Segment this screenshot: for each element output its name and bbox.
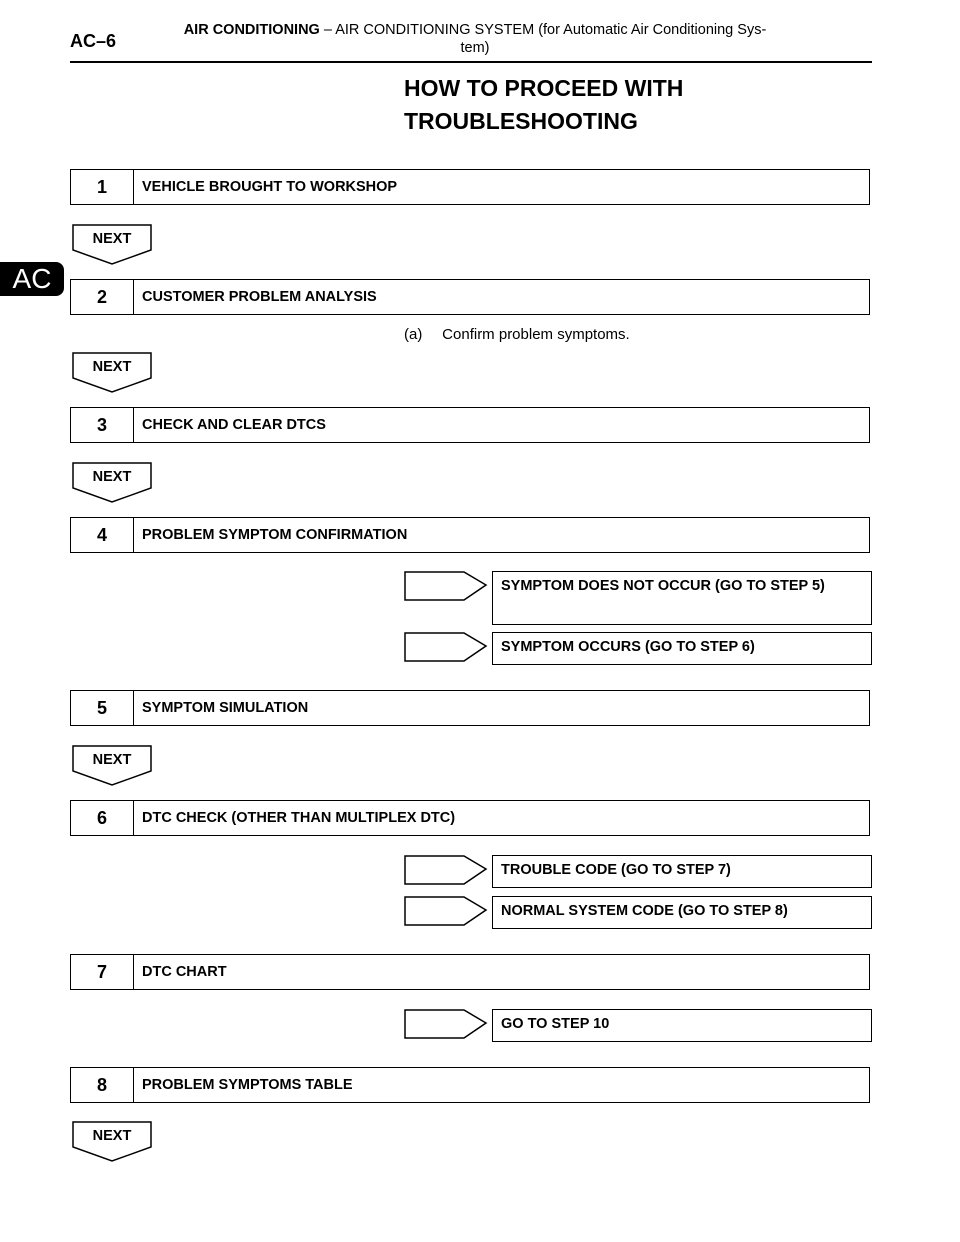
branch-arrow-shape [404, 896, 488, 926]
next-arrow-shape [72, 1121, 152, 1162]
header-title: AIR CONDITIONING – AIR CONDITIONING SYST… [140, 21, 810, 57]
next-label: NEXT [92, 359, 132, 375]
step-title: DTC CHECK (OTHER THAN MULTIPLEX DTC) [142, 810, 456, 826]
step-title: PROBLEM SYMPTOM CONFIRMATION [142, 527, 408, 543]
branch-arrow-shape [404, 1009, 488, 1039]
step-number: 8 [71, 1068, 134, 1102]
step-number: 3 [71, 408, 134, 442]
next-arrow: NEXT [72, 352, 154, 394]
branch-box: NORMAL SYSTEM CODE (GO TO STEP 8) [492, 896, 872, 929]
step-title: PROBLEM SYMPTOMS TABLE [142, 1077, 353, 1093]
step-title: CHECK AND CLEAR DTCS [142, 417, 326, 433]
next-arrow-shape [72, 224, 152, 265]
branch-box: SYMPTOM OCCURS (GO TO STEP 6) [492, 632, 872, 665]
note-text: Confirm problem symptoms. [442, 326, 630, 343]
branch-arrow-shape [404, 855, 488, 885]
step-number: 4 [71, 518, 134, 552]
step-title: SYMPTOM SIMULATION [142, 700, 309, 716]
step-note: (a) Confirm problem symptoms. [404, 326, 630, 343]
step-2: 2 CUSTOMER PROBLEM ANALYSIS [70, 279, 870, 315]
note-label: (a) [404, 326, 423, 343]
step-4: 4 PROBLEM SYMPTOM CONFIRMATION [70, 517, 870, 553]
branch-arrow-shape [404, 571, 488, 601]
next-arrow-shape [72, 462, 152, 503]
header-rule [70, 61, 872, 63]
step-number: 7 [71, 955, 134, 989]
step-number: 1 [71, 170, 134, 204]
step-5: 5 SYMPTOM SIMULATION [70, 690, 870, 726]
step-6: 6 DTC CHECK (OTHER THAN MULTIPLEX DTC) [70, 800, 870, 836]
header-separator: – [323, 22, 332, 38]
step-number: 5 [71, 691, 134, 725]
next-label: NEXT [92, 469, 132, 485]
step-3: 3 CHECK AND CLEAR DTCS [70, 407, 870, 443]
step-title: CUSTOMER PROBLEM ANALYSIS [142, 289, 377, 305]
page-code: AC–6 [70, 31, 117, 51]
next-arrow-shape [72, 352, 152, 393]
next-arrow: NEXT [72, 745, 154, 787]
page-title-line1: HOW TO PROCEED WITH [404, 75, 684, 101]
next-label: NEXT [92, 752, 132, 768]
header-section: AIR CONDITIONING [183, 22, 320, 38]
step-title: DTC CHART [142, 964, 227, 980]
section-tab: AC [0, 262, 64, 296]
step-1: 1 VEHICLE BROUGHT TO WORKSHOP [70, 169, 870, 205]
next-arrow-shape [72, 745, 152, 786]
next-arrow: NEXT [72, 1121, 154, 1163]
step-title: VEHICLE BROUGHT TO WORKSHOP [142, 179, 398, 195]
next-label: NEXT [92, 1128, 132, 1144]
step-7: 7 DTC CHART [70, 954, 870, 990]
branch-arrow-shape [404, 632, 488, 662]
step-number: 2 [71, 280, 134, 314]
header-subtitle-line2: tem) [460, 40, 490, 56]
page-title: HOW TO PROCEED WITH TROUBLESHOOTING [404, 72, 824, 138]
next-label: NEXT [92, 231, 132, 247]
step-8: 8 PROBLEM SYMPTOMS TABLE [70, 1067, 870, 1103]
step-number: 6 [71, 801, 134, 835]
header-subtitle-line1: AIR CONDITIONING SYSTEM (for Automatic A… [335, 22, 767, 38]
branch-box: GO TO STEP 10 [492, 1009, 872, 1042]
branch-box: SYMPTOM DOES NOT OCCUR (GO TO STEP 5) [492, 571, 872, 625]
branch-box: TROUBLE CODE (GO TO STEP 7) [492, 855, 872, 888]
page-title-line2: TROUBLESHOOTING [404, 108, 638, 134]
next-arrow: NEXT [72, 224, 154, 266]
next-arrow: NEXT [72, 462, 154, 504]
